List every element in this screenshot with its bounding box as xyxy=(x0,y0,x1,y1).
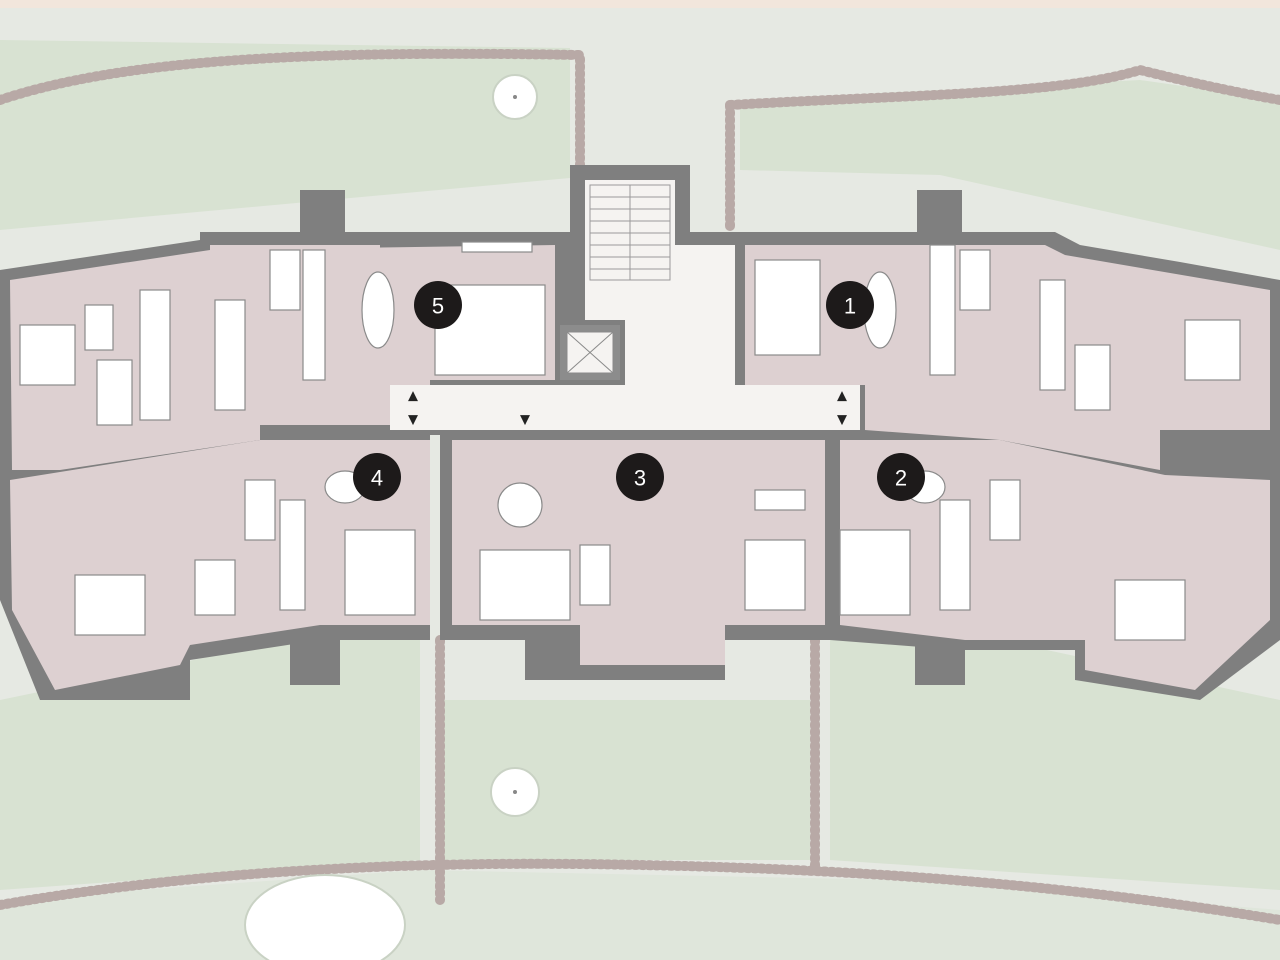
svg-text:▲: ▲ xyxy=(837,389,847,404)
unit-label-2: 2 xyxy=(895,466,907,491)
svg-text:▼: ▼ xyxy=(837,413,847,428)
tree-icon xyxy=(490,767,540,817)
unit-badge-2[interactable]: 2 xyxy=(877,453,925,501)
hedges xyxy=(0,48,1280,925)
tree-icon xyxy=(244,874,406,960)
svg-text:▼: ▼ xyxy=(408,413,418,428)
svg-text:▼: ▼ xyxy=(520,413,530,428)
unit-badge-5[interactable]: 5 xyxy=(414,281,462,329)
arrow-down-icon: ▼ xyxy=(408,413,418,428)
unit-label-3: 3 xyxy=(634,466,646,491)
unit-badge-1[interactable]: 1 xyxy=(826,281,874,329)
unit-label-1: 1 xyxy=(844,294,856,319)
arrow-down-icon: ▼ xyxy=(837,413,847,428)
tree-icon xyxy=(492,74,538,120)
unit-badge-3[interactable]: 3 xyxy=(616,453,664,501)
furniture xyxy=(19,241,1241,641)
circulation-core xyxy=(390,180,860,430)
stair-icon xyxy=(589,184,671,281)
elevator-icon xyxy=(560,325,620,380)
arrow-up-icon: ▲ xyxy=(408,389,418,404)
arrow-up-icon: ▲ xyxy=(837,389,847,404)
unit-label-5: 5 xyxy=(432,294,444,319)
svg-text:▲: ▲ xyxy=(408,389,418,404)
unit-label-4: 4 xyxy=(371,466,383,491)
unit-badge-4[interactable]: 4 xyxy=(353,453,401,501)
arrow-down-icon: ▼ xyxy=(520,413,530,428)
top-border-strip xyxy=(0,0,1280,8)
